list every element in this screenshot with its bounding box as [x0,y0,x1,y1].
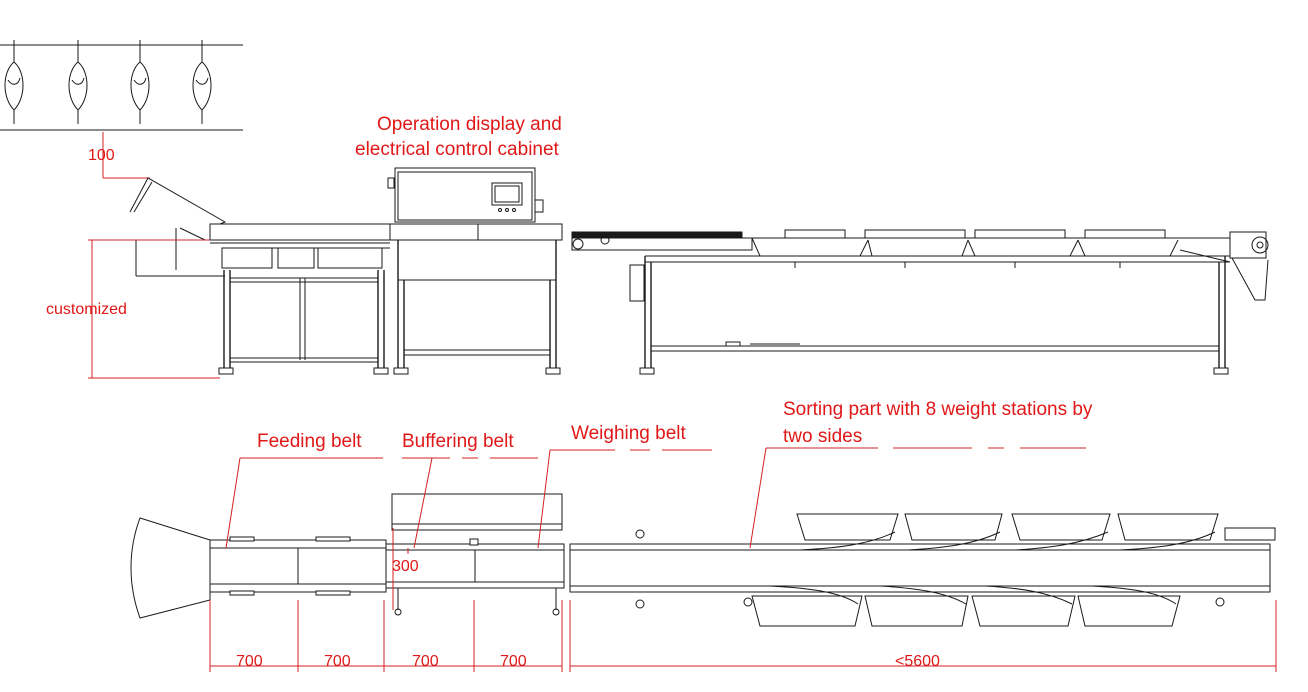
height-dimension: customized [46,239,220,379]
sorting-label-line1: Sorting part with 8 weight stations by [783,399,1093,420]
length-dimensions: 700 700 700 700 <5600 [209,600,1277,672]
weighing-belt-callout: Weighing belt [537,423,712,549]
buffering-length-a-text: 700 [324,653,351,670]
weighing-length-text: 700 [500,653,527,670]
hanging-bird-4 [192,40,212,124]
control-cabinet-side-view [387,167,563,375]
sorting-label-line2: two sides [783,426,862,447]
operation-label-line1: Operation display and [377,114,562,135]
plan-view [130,493,1276,627]
buffering-belt-label: Buffering belt [402,431,514,452]
feeding-length-text: 700 [236,653,263,670]
feeding-belt-callout: Feeding belt [225,431,383,549]
feeding-unit-side-view [129,177,391,375]
hanging-bird-2 [68,40,88,124]
weighing-belt-label: Weighing belt [571,423,687,444]
hanging-bird-1 [4,40,24,124]
buffering-belt-callout: Buffering belt 300 [392,431,538,610]
feeding-belt-label: Feeding belt [257,431,362,452]
height-text: customized [46,301,127,318]
overhead-shackle-line [0,40,243,131]
sorting-length-text: <5600 [895,653,940,670]
hanger-gap-dimension: 100 [88,132,150,179]
operation-cabinet-callout: Operation display and electrical control… [355,114,562,160]
buffering-length-b-text: 700 [412,653,439,670]
sorting-unit-side-view [571,229,1269,375]
operation-label-line2: electrical control cabinet [355,139,560,160]
sorting-part-callout: Sorting part with 8 weight stations by t… [749,399,1093,549]
belt-width-text: 300 [392,558,419,575]
hanger-gap-text: 100 [88,147,115,164]
hanging-bird-3 [130,40,150,124]
